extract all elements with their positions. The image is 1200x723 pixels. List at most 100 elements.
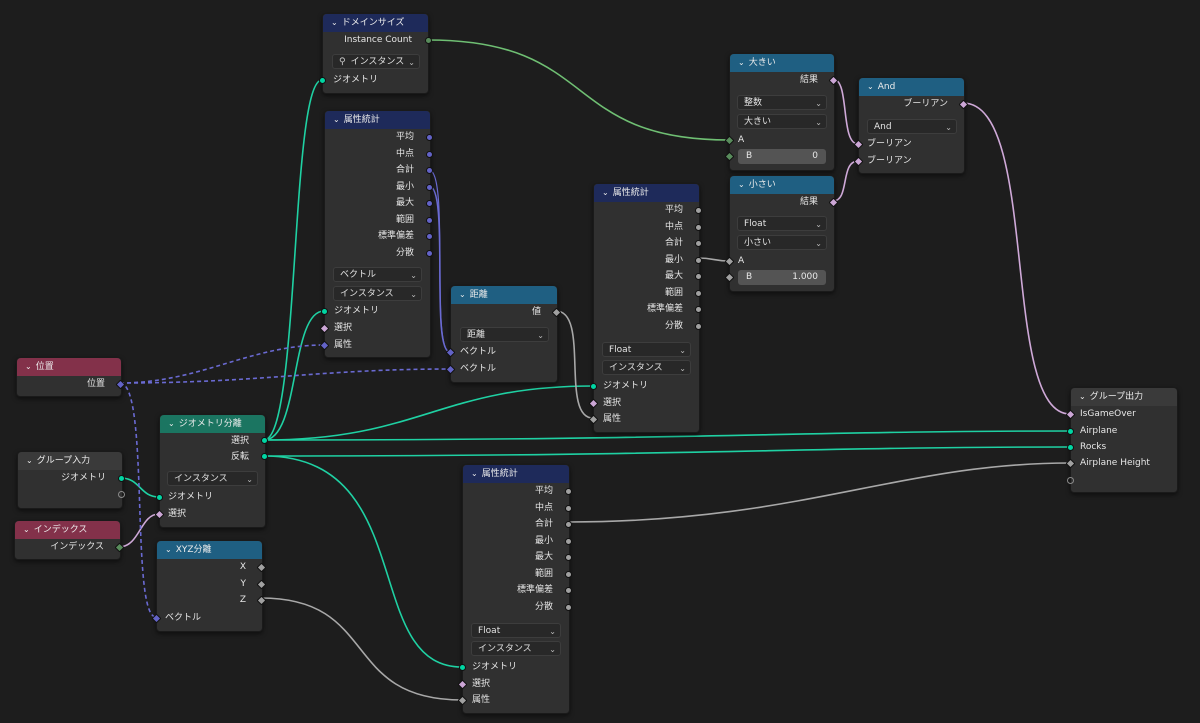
chevron-down-icon[interactable]: ⌄ <box>602 188 609 197</box>
data-type-select[interactable]: 整数⌄ <box>737 95 827 110</box>
socket-min[interactable] <box>565 538 572 545</box>
node-group-output[interactable]: ⌄グループ出力 IsGameOver Airplane Rocks Airpla… <box>1065 387 1178 493</box>
socket-geometry-in[interactable] <box>321 308 328 315</box>
socket-mean[interactable] <box>695 207 702 214</box>
node-boolean-and[interactable]: ⌄And ブーリアン And⌄ ブーリアン ブーリアン <box>853 77 969 174</box>
node-separate-xyz[interactable]: ⌄XYZ分離 X Y Z ベクトル <box>151 540 267 632</box>
socket-variance[interactable] <box>426 250 433 257</box>
node-index[interactable]: ⌄インデックス インデックス <box>14 520 125 560</box>
socket-empty-extend[interactable] <box>1067 477 1074 484</box>
socket-range[interactable] <box>565 571 572 578</box>
node-header[interactable]: ⌄小さい <box>730 176 834 194</box>
data-type-select[interactable]: Float⌄ <box>471 623 561 638</box>
operation-select[interactable]: 距離⌄ <box>460 327 549 342</box>
chevron-down-icon[interactable]: ⌄ <box>26 456 33 465</box>
socket-sum[interactable] <box>426 167 433 174</box>
socket-min[interactable] <box>426 184 433 191</box>
node-attribute-statistic-1[interactable]: ⌄属性統計 平均 中点 合計 最小 最大 範囲 標準偏差 分散 ベクトル⌄ イン… <box>319 110 433 358</box>
node-header[interactable]: ⌄XYZ分離 <box>157 541 262 559</box>
data-type-select[interactable]: Float⌄ <box>602 342 691 357</box>
node-header[interactable]: ⌄距離 <box>451 286 557 304</box>
socket-inverted-out[interactable] <box>261 453 268 460</box>
socket-geometry-in[interactable] <box>590 383 597 390</box>
data-type-select[interactable]: ベクトル⌄ <box>333 267 422 282</box>
socket-max[interactable] <box>426 200 433 207</box>
chevron-down-icon[interactable]: ⌄ <box>23 525 30 534</box>
socket-stddev[interactable] <box>426 233 433 240</box>
socket-stddev[interactable] <box>565 587 572 594</box>
chevron-down-icon[interactable]: ⌄ <box>459 290 466 299</box>
node-header[interactable]: ⌄グループ出力 <box>1071 388 1177 406</box>
node-header[interactable]: ⌄位置 <box>17 358 121 376</box>
operation-select[interactable]: 大きい⌄ <box>737 114 827 129</box>
chevron-down-icon[interactable]: ⌄ <box>867 82 874 91</box>
chevron-down-icon[interactable]: ⌄ <box>333 115 340 124</box>
node-position[interactable]: ⌄位置 位置 <box>16 357 126 397</box>
socket-instance-count[interactable] <box>425 37 432 44</box>
data-type-select[interactable]: Float⌄ <box>737 216 827 231</box>
socket-empty-extend[interactable] <box>118 491 125 498</box>
socket-range[interactable] <box>426 217 433 224</box>
output-max: 最大 <box>534 552 553 562</box>
node-attribute-statistic-2[interactable]: ⌄属性統計 平均 中点 合計 最小 最大 範囲 標準偏差 分散 Float⌄ イ… <box>588 183 702 433</box>
socket-geometry-in[interactable] <box>156 494 163 501</box>
operation-select[interactable]: 小さい⌄ <box>737 235 827 250</box>
socket-sum[interactable] <box>565 521 572 528</box>
node-domain-size[interactable]: ⌄ドメインサイズ Instance Count ⚲インスタンス⌄ ジオメトリ <box>319 13 432 94</box>
socket-variance[interactable] <box>565 604 572 611</box>
chevron-down-icon[interactable]: ⌄ <box>738 180 745 189</box>
socket-median[interactable] <box>695 224 702 231</box>
node-attribute-statistic-3[interactable]: ⌄属性統計 平均 中点 合計 最小 最大 範囲 標準偏差 分散 Float⌄ イ… <box>457 464 572 714</box>
socket-median[interactable] <box>565 505 572 512</box>
chevron-down-icon[interactable]: ⌄ <box>331 18 338 27</box>
domain-select[interactable]: インスタンス⌄ <box>333 286 422 301</box>
node-header[interactable]: ⌄属性統計 <box>594 184 699 202</box>
node-header[interactable]: ⌄ジオメトリ分離 <box>160 415 265 433</box>
socket-mean[interactable] <box>565 488 572 495</box>
node-header[interactable]: ⌄インデックス <box>15 521 120 539</box>
chevron-down-icon[interactable]: ⌄ <box>25 362 32 371</box>
socket-max[interactable] <box>565 554 572 561</box>
node-header[interactable]: ⌄大きい <box>730 54 834 72</box>
socket-geometry-out[interactable] <box>118 475 125 482</box>
chevron-down-icon[interactable]: ⌄ <box>471 469 478 478</box>
socket-min[interactable] <box>695 257 702 264</box>
node-header[interactable]: ⌄ドメインサイズ <box>323 14 428 32</box>
socket-rocks[interactable] <box>1067 444 1074 451</box>
socket-range[interactable] <box>695 290 702 297</box>
node-header[interactable]: ⌄グループ入力 <box>18 452 122 470</box>
node-header[interactable]: ⌄属性統計 <box>325 111 430 129</box>
chevron-down-icon[interactable]: ⌄ <box>738 58 745 67</box>
node-separate-geometry[interactable]: ⌄ジオメトリ分離 選択 反転 インスタンス⌄ ジオメトリ 選択 <box>154 414 268 528</box>
socket-sum[interactable] <box>695 240 702 247</box>
domain-select[interactable]: インスタンス⌄ <box>167 471 258 486</box>
chevron-down-icon[interactable]: ⌄ <box>165 545 172 554</box>
node-header[interactable]: ⌄属性統計 <box>463 465 569 483</box>
input-boolean-a: ブーリアン <box>867 139 912 149</box>
socket-mean[interactable] <box>426 134 433 141</box>
node-header[interactable]: ⌄And <box>859 78 964 96</box>
chevron-down-icon[interactable]: ⌄ <box>168 419 175 428</box>
operation-select[interactable]: And⌄ <box>867 119 957 134</box>
component-select[interactable]: ⚲インスタンス⌄ <box>332 54 420 69</box>
domain-select[interactable]: インスタンス⌄ <box>471 641 561 656</box>
domain-select[interactable]: インスタンス⌄ <box>602 360 691 375</box>
socket-stddev[interactable] <box>695 306 702 313</box>
node-group-input[interactable]: ⌄グループ入力 ジオメトリ <box>17 451 125 509</box>
socket-geometry-in[interactable] <box>459 664 466 671</box>
socket-airplane[interactable] <box>1067 428 1074 435</box>
socket-median[interactable] <box>426 151 433 158</box>
chevron-down-icon: ⌄ <box>537 331 544 340</box>
node-title: ジオメトリ分離 <box>178 419 242 429</box>
socket-max[interactable] <box>695 273 702 280</box>
socket-variance[interactable] <box>695 323 702 330</box>
chevron-down-icon[interactable]: ⌄ <box>1079 392 1086 401</box>
output-geometry: ジオメトリ <box>60 473 106 483</box>
node-distance[interactable]: ⌄距離 値 距離⌄ ベクトル ベクトル <box>445 285 562 383</box>
socket-geometry-in[interactable] <box>319 77 326 84</box>
socket-selection-out[interactable] <box>261 437 268 444</box>
